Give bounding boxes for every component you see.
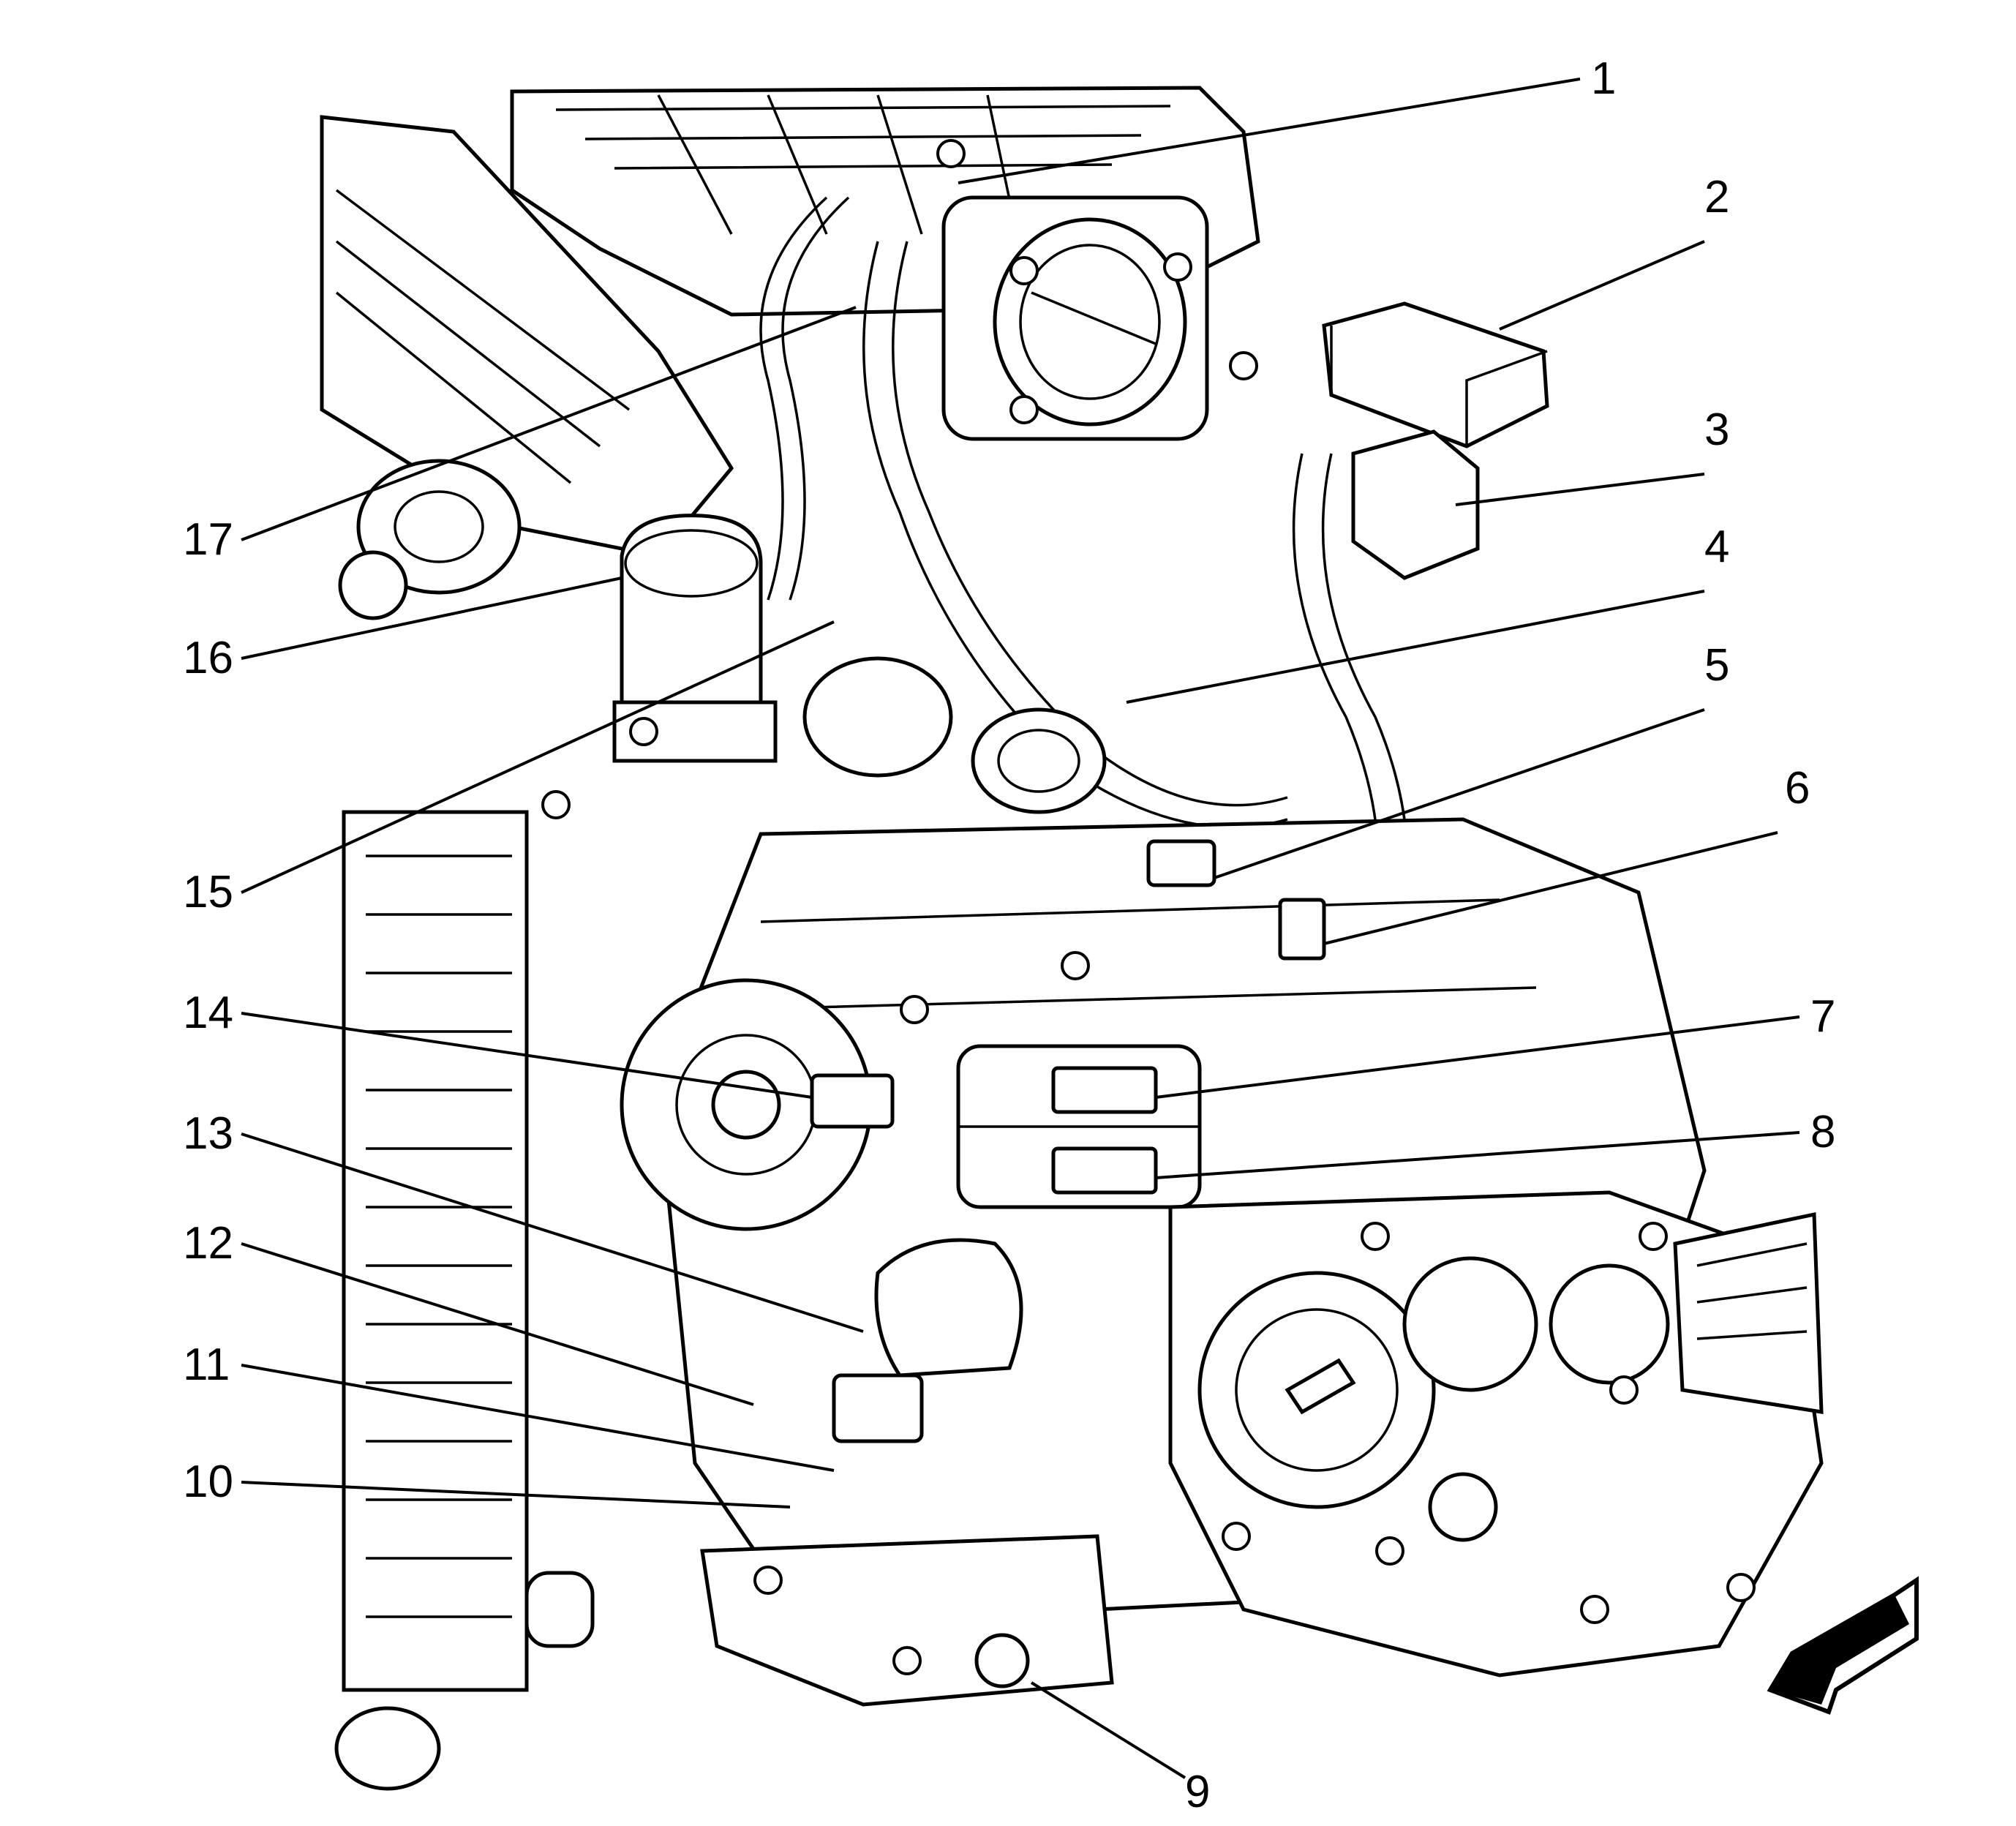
callout-3: 3 xyxy=(1704,405,1729,455)
leader-16 xyxy=(241,576,623,660)
leader-4 xyxy=(1126,590,1705,704)
callout-4: 4 xyxy=(1704,522,1729,572)
leader-13 xyxy=(241,1132,864,1333)
leader-14 xyxy=(241,1012,813,1099)
leader-9 xyxy=(1030,1681,1186,1779)
engine-illustration xyxy=(320,86,1824,1791)
callout-5: 5 xyxy=(1704,640,1729,691)
front-direction-arrow-icon xyxy=(1767,1576,1919,1715)
callout-1: 1 xyxy=(1591,53,1616,104)
leader-7 xyxy=(1155,1015,1800,1099)
leader-6 xyxy=(1323,831,1778,945)
callout-13: 13 xyxy=(183,1108,233,1159)
callout-9: 9 xyxy=(1185,1767,1210,1817)
callout-12: 12 xyxy=(183,1218,233,1269)
leader-1 xyxy=(958,78,1581,184)
leader-17 xyxy=(241,306,857,541)
callout-11: 11 xyxy=(183,1340,230,1390)
callout-17: 17 xyxy=(183,514,233,565)
leader-12 xyxy=(241,1242,754,1406)
callout-6: 6 xyxy=(1785,763,1810,814)
leader-15 xyxy=(241,620,835,894)
leader-2 xyxy=(1499,240,1705,331)
callout-2: 2 xyxy=(1704,172,1729,222)
leader-3 xyxy=(1455,473,1705,506)
callout-labels: 1 2 3 4 5 6 7 8 9 10 11 12 13 14 15 16 1… xyxy=(183,53,1835,1817)
leader-10 xyxy=(241,1481,791,1508)
leader-8 xyxy=(1155,1131,1800,1179)
callout-8: 8 xyxy=(1810,1107,1835,1157)
callout-10: 10 xyxy=(183,1457,233,1507)
callout-leader-lines xyxy=(241,78,1800,1779)
callout-16: 16 xyxy=(183,633,233,683)
leader-11 xyxy=(241,1364,835,1472)
leader-5 xyxy=(1214,708,1705,879)
callout-14: 14 xyxy=(183,988,233,1038)
callout-7: 7 xyxy=(1810,991,1835,1042)
callout-15: 15 xyxy=(183,867,233,917)
